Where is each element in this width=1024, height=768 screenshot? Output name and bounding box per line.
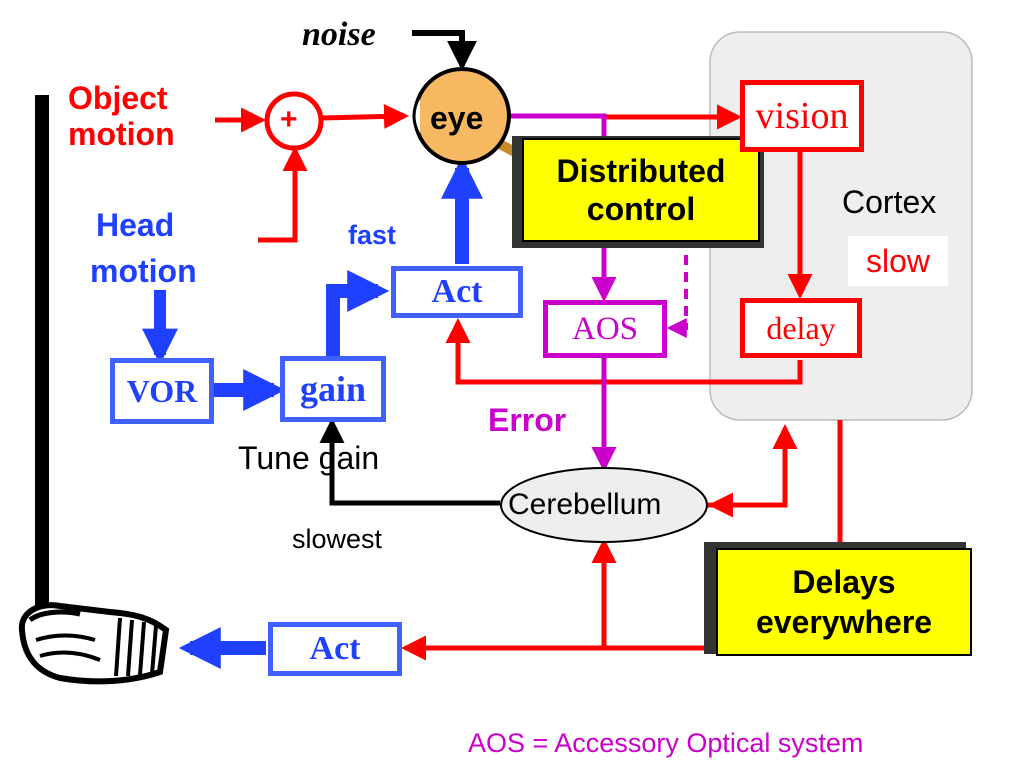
delays-everywhere-box: Delays everywhere [716,548,972,656]
slow-badge: slow [848,236,948,286]
act-top-box: Act [391,266,523,318]
vision-box: vision [740,80,864,152]
gain-box: gain [280,356,386,422]
cerebellum-ellipse [500,467,708,543]
sum-plus-label: + [280,103,298,136]
error-label: Error [488,402,567,438]
aos-dashed-input [666,238,688,338]
tune-gain-arrow [319,417,500,506]
cerebellum-cortex-loop [707,423,798,508]
cerebellum-label: Cerebellum [508,488,662,521]
vor-box: VOR [110,358,214,424]
noise-label: noise [302,16,376,53]
fast-label: fast [348,220,397,250]
sum-to-eye-arrow [321,104,409,130]
delay-box: delay [740,298,862,358]
cortex-label: Cortex [842,184,937,220]
tune-gain-label: Tune gain [238,440,380,476]
delay-to-act-arrow [445,317,803,385]
act-bottom-box: Act [268,622,402,676]
head-motion-label: Head motion [90,207,197,289]
distributed-control-box: Distributed control [522,138,760,242]
noise-arrow [412,30,477,71]
footnote: AOS = Accessory Optical system [468,728,864,758]
aos-box: AOS [543,300,667,358]
head-motion-to-sum-arrow [258,145,308,243]
object-motion-label: Object motion [68,80,175,152]
eye-label: eye [430,100,484,136]
slowest-label: slowest [292,524,383,554]
sum-junction [264,91,324,151]
gain-to-act-arrow [326,270,390,356]
hand-holding-stick-icon [18,602,170,685]
